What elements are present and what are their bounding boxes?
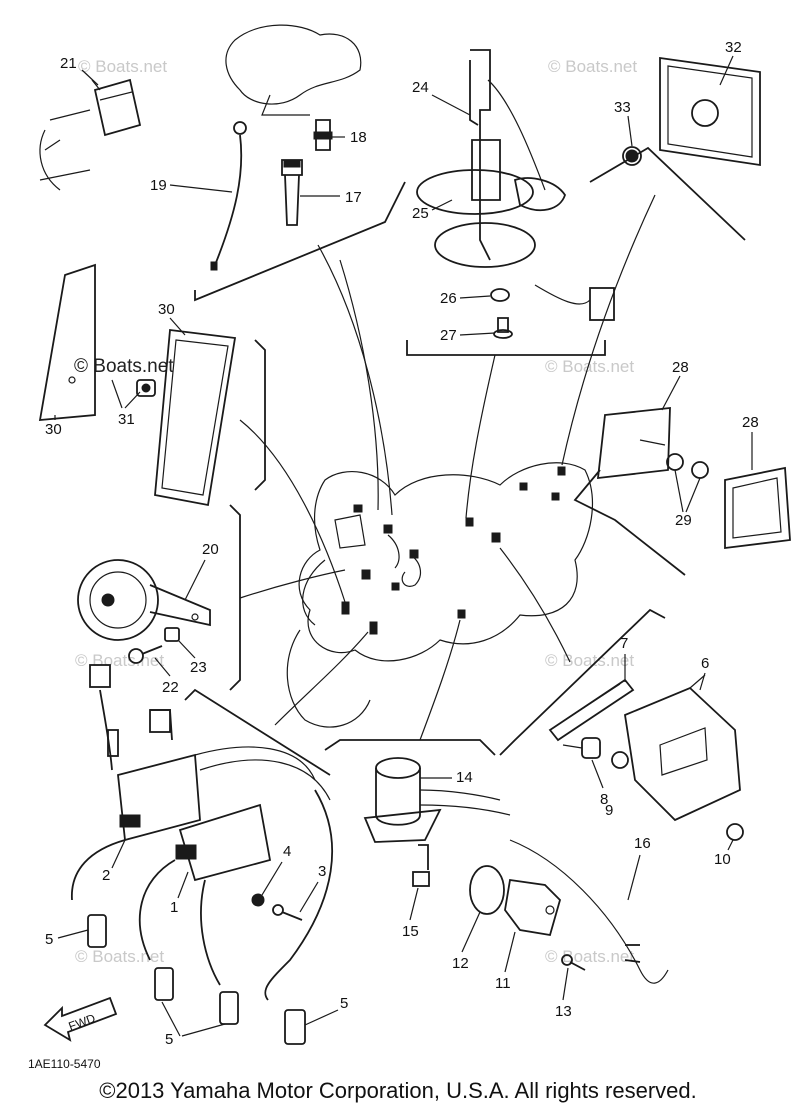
forward-arrow-icon: FWD <box>43 996 118 1042</box>
part-label: 30 <box>158 301 175 318</box>
screw-icon <box>561 954 586 971</box>
parts-diagram: © Boats.net © Boats.net © Boats.net © Bo… <box>28 24 791 1070</box>
part-label: 30 <box>45 421 62 438</box>
part-label: 29 <box>675 512 692 529</box>
part-label: 9 <box>605 802 613 819</box>
part-label: 23 <box>190 659 207 676</box>
screw-icon <box>493 317 513 339</box>
part-label: 8 <box>600 791 608 808</box>
temperature-sensor-icon <box>281 159 303 226</box>
part-label: 27 <box>440 327 457 344</box>
part-label: 10 <box>714 851 731 868</box>
part-label: 24 <box>412 79 429 96</box>
part-label: 28 <box>672 359 689 376</box>
part-label: 13 <box>555 1003 572 1020</box>
part-label: 20 <box>202 541 219 558</box>
part-label: 17 <box>345 189 362 206</box>
part-label: 31 <box>118 411 135 428</box>
watermark: © Boats.net <box>75 651 164 670</box>
nut-icon <box>666 453 709 479</box>
part-label: 5 <box>165 1031 173 1048</box>
reflector-icon <box>38 263 96 422</box>
nut-icon <box>164 627 180 642</box>
watermark: © Boats.net <box>545 357 634 376</box>
cylinder-head-sketch <box>225 24 362 116</box>
watermarks: © Boats.net © Boats.net © Boats.net © Bo… <box>74 57 637 966</box>
part-label: 11 <box>495 975 511 992</box>
watermark: © Boats.net <box>548 57 637 76</box>
nut-icon <box>136 379 156 397</box>
part-label: 18 <box>350 129 367 146</box>
reflector-icon <box>724 466 791 550</box>
part-label: 16 <box>634 835 651 852</box>
bulb-icon <box>622 146 642 166</box>
part-label: 32 <box>725 39 742 56</box>
part-label: 25 <box>412 205 429 222</box>
voltage-regulator-icon <box>39 78 142 191</box>
reflector-icon <box>596 406 671 480</box>
part-label: 14 <box>456 769 473 786</box>
collar-icon <box>611 751 629 769</box>
diagram-code: 1AE110-5470 <box>28 1057 101 1070</box>
screw-icon <box>272 904 303 921</box>
part-label: 33 <box>614 99 631 116</box>
part-label: 6 <box>701 655 709 672</box>
ignitor-unit-icon <box>624 674 741 822</box>
frame-outline <box>286 462 593 728</box>
part-label: 2 <box>102 867 110 884</box>
fuel-sender-icon <box>416 49 615 321</box>
bolt-icon <box>128 645 163 664</box>
watermark: © Boats.net <box>75 947 164 966</box>
fwd-label: FWD <box>67 1011 98 1034</box>
damper-icon <box>562 737 601 759</box>
part-label: 1 <box>170 899 178 916</box>
part-label: 3 <box>318 863 326 880</box>
starter-relay-icon <box>363 757 511 843</box>
copyright-notice: ©2013 Yamaha Motor Corporation, U.S.A. A… <box>99 1078 697 1103</box>
watermark: © Boats.net <box>545 947 634 966</box>
grommet-icon <box>490 288 510 302</box>
thermo-switch-icon <box>313 119 333 151</box>
nut-icon <box>726 823 744 841</box>
part-label: 15 <box>402 923 419 940</box>
reflector-icon <box>154 328 237 507</box>
part-label: 19 <box>150 177 167 194</box>
bolt-icon <box>412 844 430 887</box>
part-label: 5 <box>340 995 348 1012</box>
watermark: © Boats.net <box>78 57 167 76</box>
part-label: 21 <box>60 55 77 72</box>
plug-cap-icon <box>71 789 333 1045</box>
sender-wire-icon <box>210 121 247 271</box>
horn-icon <box>77 559 211 641</box>
part-label: 22 <box>162 679 179 696</box>
part-label: 4 <box>283 843 291 860</box>
bracket-icon <box>548 678 635 742</box>
part-labels: 21 18 19 17 24 25 26 27 32 33 30 30 31 2… <box>45 39 759 1048</box>
ignition-coil-icon <box>89 664 331 882</box>
part-label: 7 <box>620 635 628 652</box>
part-label: 12 <box>452 955 469 972</box>
part-label: 5 <box>45 931 53 948</box>
part-label: 28 <box>742 414 759 431</box>
watermark: © Boats.net <box>74 356 174 377</box>
pickup-coil-icon <box>469 865 562 937</box>
tail-light-icon <box>659 56 761 167</box>
bolt-icon <box>251 893 265 907</box>
leader-lines <box>184 146 746 776</box>
part-label: 26 <box>440 290 457 307</box>
wire-harness-icon <box>509 839 669 984</box>
